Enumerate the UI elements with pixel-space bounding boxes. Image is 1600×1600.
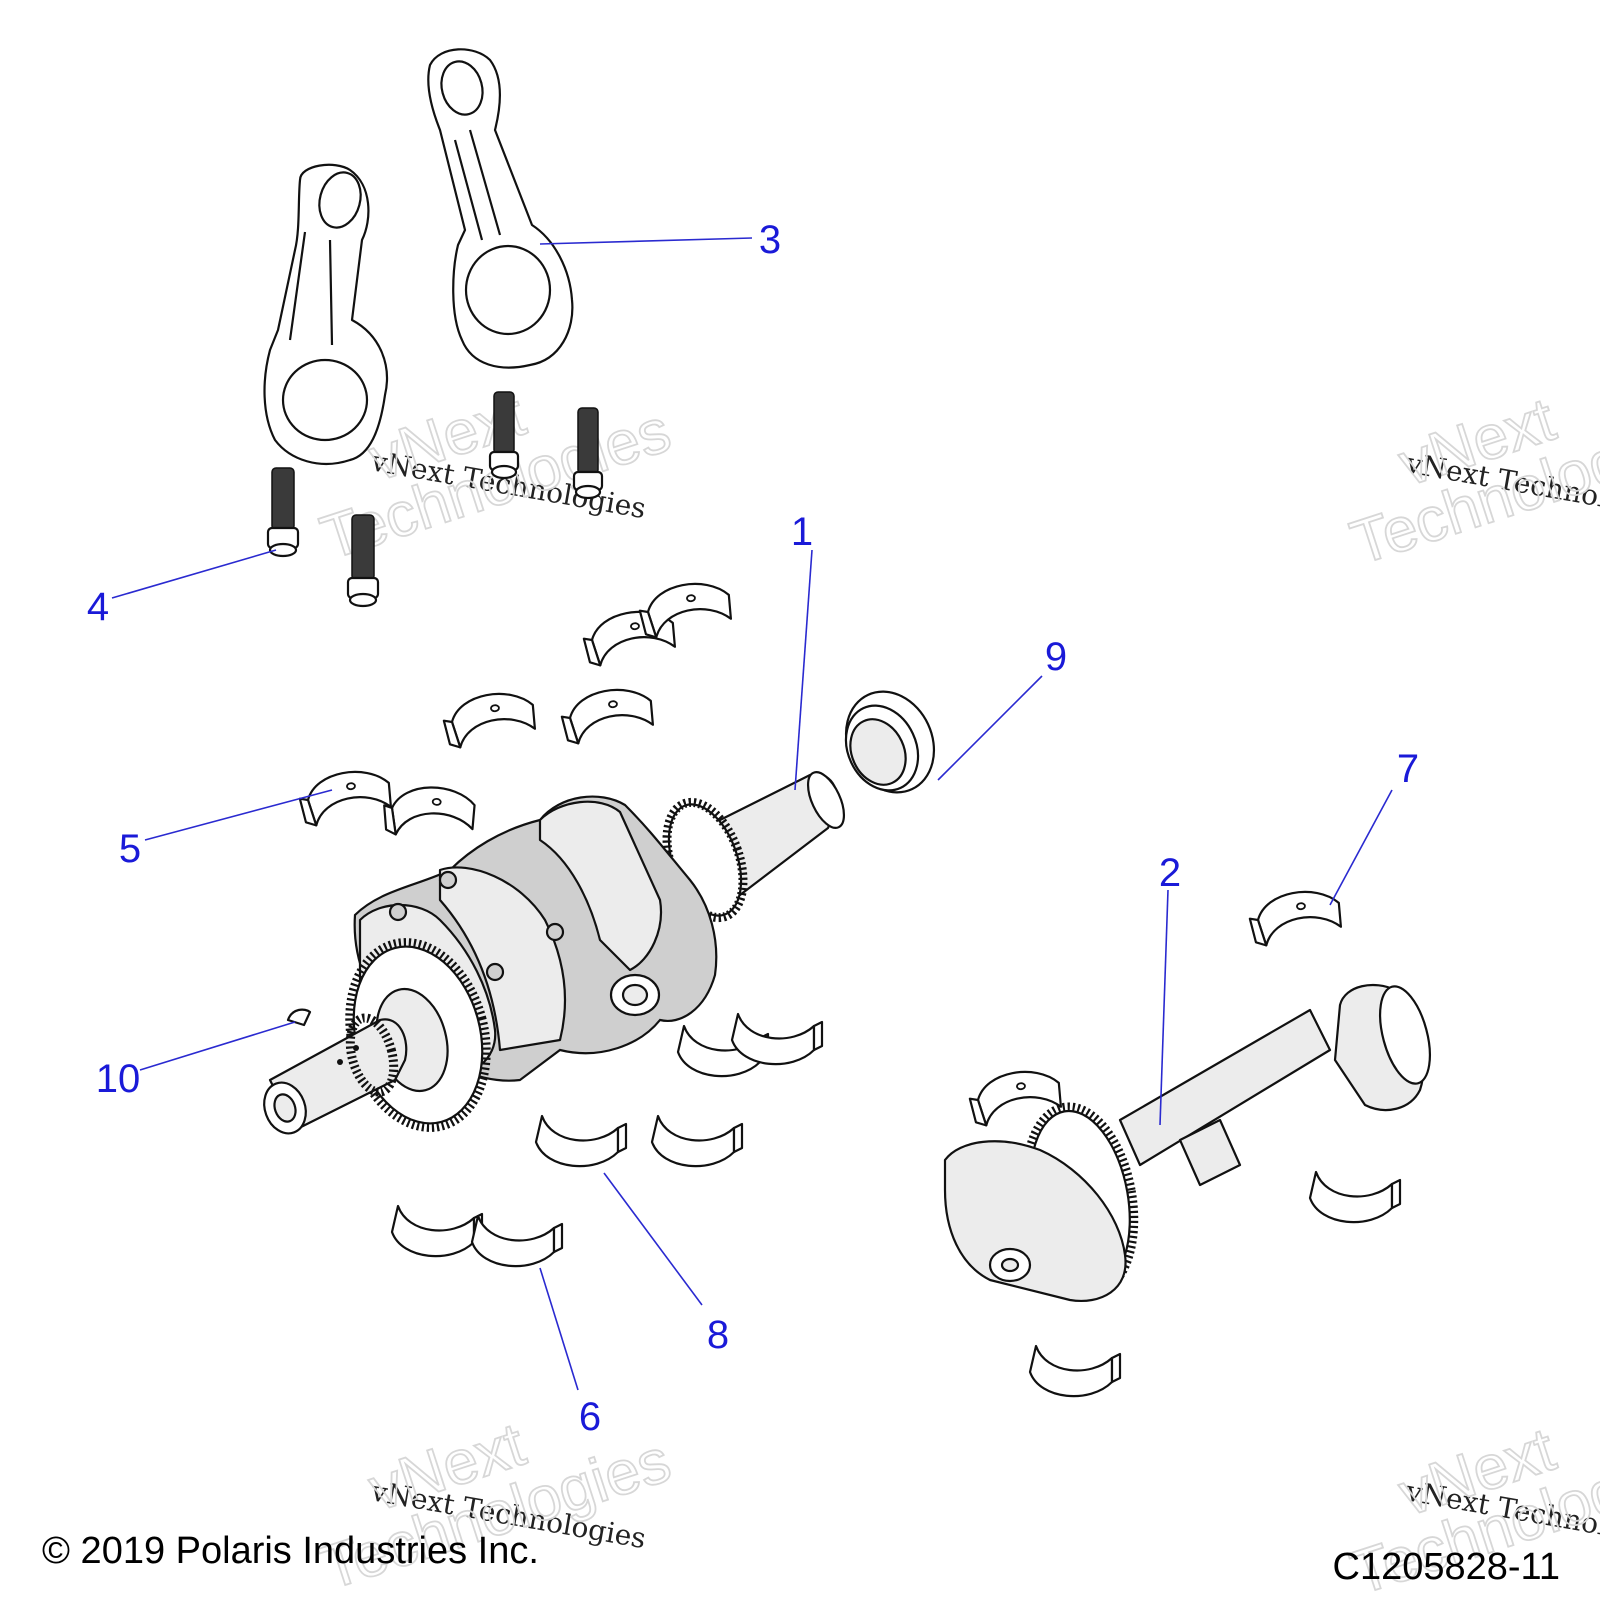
bearing-shell-lower-2 <box>730 1012 824 1066</box>
bearing-shell-5b <box>380 782 477 843</box>
leader-9 <box>937 675 1043 781</box>
callout-4: 4 <box>87 585 109 629</box>
bearing-shell-upper-3 <box>440 689 538 750</box>
callout-3: 3 <box>759 218 781 262</box>
bearing-shell-upper-2 <box>636 579 734 640</box>
balance-shaft <box>943 983 1431 1302</box>
crankshaft <box>263 771 846 1135</box>
callout-2: 2 <box>1159 851 1181 895</box>
callout-10: 10 <box>96 1057 141 1101</box>
connecting-rod-rear <box>263 163 389 465</box>
bearing-shell-balancer-2 <box>1308 1170 1402 1224</box>
bearing-shell-7 <box>1246 887 1344 948</box>
bearing-shell-upper-4 <box>558 685 656 746</box>
bearing-shell-8a <box>534 1114 628 1168</box>
copyright-text: © 2019 Polaris Industries Inc. <box>42 1530 539 1572</box>
con-rod-bolt-2 <box>346 514 380 608</box>
leader-3 <box>539 237 753 245</box>
leader-10 <box>139 1021 296 1071</box>
drawing-number: C1205828-11 <box>1332 1546 1560 1588</box>
leader-6 <box>539 1267 579 1391</box>
callout-5: 5 <box>119 827 141 871</box>
watermark-top-right-big: vNext Technologies <box>1342 384 1600 579</box>
woodruff-key <box>286 1008 312 1027</box>
con-rod-bolt-1 <box>266 467 300 558</box>
connecting-rod-front <box>427 48 574 369</box>
bearing-shell-5a <box>296 767 394 828</box>
oil-seal <box>844 690 936 794</box>
leader-7 <box>1329 789 1393 906</box>
leader-5 <box>144 789 333 841</box>
leader-1 <box>794 549 813 791</box>
callout-7: 7 <box>1397 747 1419 791</box>
callout-6: 6 <box>579 1395 601 1439</box>
callout-9: 9 <box>1045 635 1067 679</box>
leader-4 <box>111 549 277 599</box>
bearing-shell-8b <box>650 1114 744 1168</box>
bearing-shell-6b <box>470 1214 564 1268</box>
bearing-shell-balancer-3 <box>1028 1344 1122 1398</box>
callout-1: 1 <box>791 510 813 554</box>
callout-8: 8 <box>707 1313 729 1357</box>
con-rod-bolt-3 <box>488 391 520 480</box>
con-rod-bolt-4 <box>572 407 604 500</box>
leader-2 <box>1159 889 1169 1126</box>
bearing-shell-6a <box>390 1204 484 1258</box>
leader-8 <box>603 1172 703 1306</box>
